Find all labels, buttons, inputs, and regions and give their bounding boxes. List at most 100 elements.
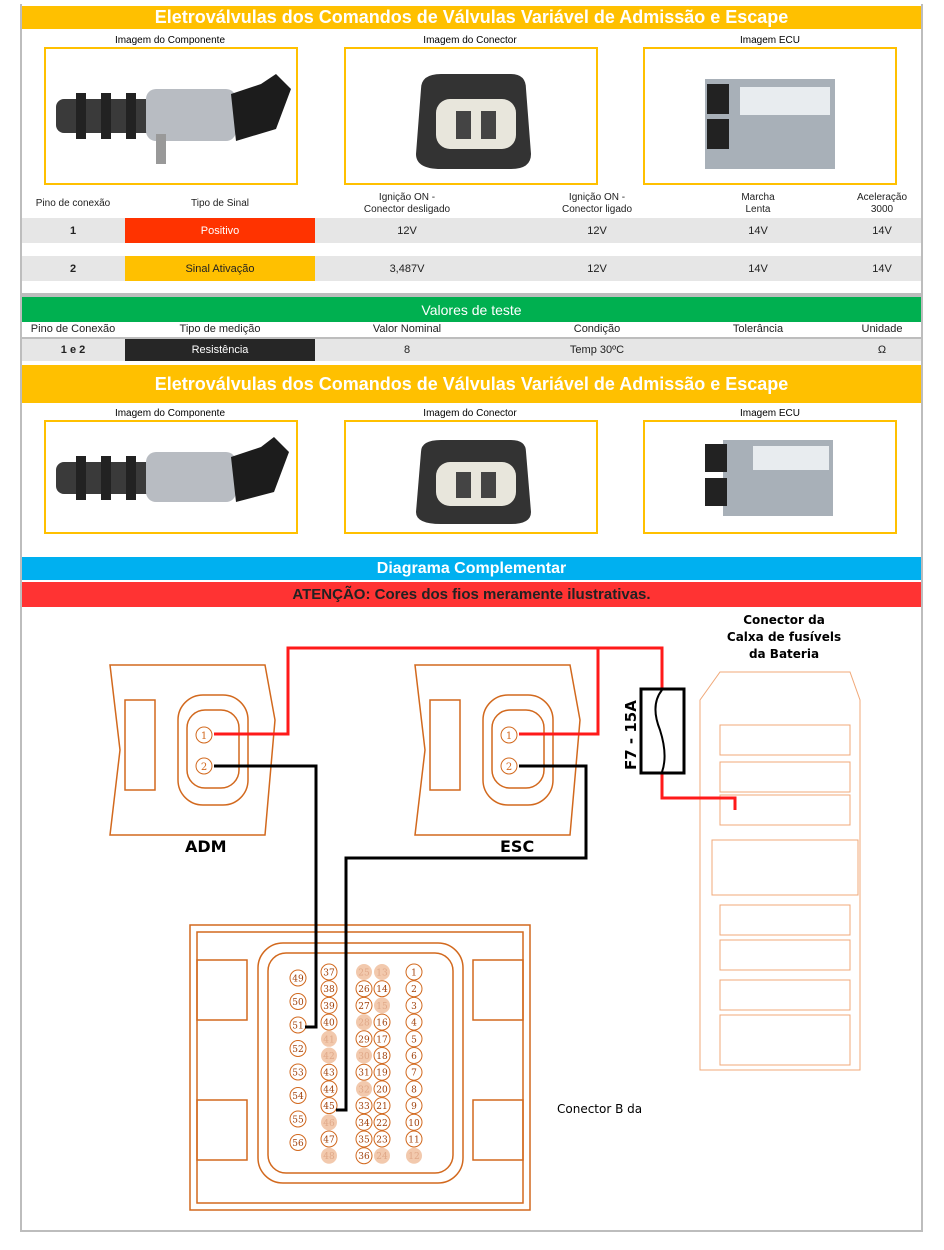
ecu-pin-51 <box>289 1016 307 1034</box>
component-image <box>44 47 298 185</box>
adm-connector <box>109 664 276 836</box>
ecu-pin-label: 12 <box>408 1152 419 1162</box>
ecu-pin-label: 3 <box>411 1002 417 1012</box>
ecu-pin-label: 26 <box>358 985 370 995</box>
header-cell: Condição <box>573 323 621 335</box>
ecu-pin-label: 50 <box>292 998 304 1008</box>
component-image <box>44 420 298 534</box>
ecu-pin-label: 17 <box>376 1035 388 1045</box>
header-cell: Pino de Conexão <box>30 323 116 335</box>
ecu-pin-label: 15 <box>376 1002 388 1012</box>
value-cell: 12V <box>587 224 607 237</box>
ecu-pin-6 <box>405 1047 423 1064</box>
ecu-pin-label: 41 <box>323 1035 334 1045</box>
ecu-pin-10 <box>405 1113 423 1131</box>
ecu-pin-37 <box>320 963 338 981</box>
header-cell: Tipo de medição <box>179 323 261 335</box>
condition-cell: Temp 30ºC <box>569 344 625 356</box>
warning-banner: ATENÇÃO: Cores dos fios meramente ilustr… <box>22 582 921 607</box>
ecu-pin-24 <box>374 1147 390 1164</box>
wire-positive-adm <box>214 646 664 736</box>
caption-connector: Imagem do Conector <box>423 408 517 419</box>
ecu-pin-label: 22 <box>376 1119 387 1129</box>
ecu-pin-30 <box>356 1047 372 1064</box>
header-cell: Valor Nominal <box>372 323 442 335</box>
ecu-pin-33 <box>355 1097 373 1115</box>
section2-title: Eletroválvulas dos Comandos de Válvulas … <box>22 365 921 403</box>
ecu-pin-label: 23 <box>376 1136 388 1146</box>
fuse-label: F7 - 15A <box>622 700 640 770</box>
value-cell: 14V <box>872 262 892 275</box>
connector-image <box>344 47 598 185</box>
ecu-pin-label: 8 <box>411 1085 417 1095</box>
ecu-pin-26 <box>355 980 373 998</box>
ecu-pin-47 <box>320 1130 338 1148</box>
ecu-pin-1 <box>405 963 423 981</box>
esc-pin-2: 2 <box>506 762 512 773</box>
header-signal: Tipo de Sinal <box>191 198 249 209</box>
ecu-pin-label: 48 <box>323 1152 335 1162</box>
ecu-pin-label: 28 <box>358 1019 370 1029</box>
divider <box>22 293 921 297</box>
caption-ecu: Imagem ECU <box>739 408 800 419</box>
pin-cell: 2 <box>69 262 77 275</box>
ecu-pin-label: 1 <box>411 969 417 979</box>
ecu-pin-label: 21 <box>376 1102 387 1112</box>
header-accel: Aceleração 3000 <box>856 192 908 215</box>
ecu-pin-label: 37 <box>323 969 335 979</box>
ecu-pin-label: 16 <box>376 1019 388 1029</box>
ecu-pin-4 <box>405 1013 423 1031</box>
wire-fuse-out <box>660 772 737 810</box>
table-row: 2 Sinal Ativação 3,487V 12V 14V 14V <box>22 256 921 281</box>
ecu-label: Conector B da <box>557 1102 642 1116</box>
ecu-pin-9 <box>405 1097 423 1115</box>
connector-image <box>344 420 598 534</box>
fuse-icon <box>639 687 686 775</box>
ecu-pin-label: 19 <box>376 1069 388 1079</box>
ecu-pin-44 <box>320 1080 338 1098</box>
ecu-pin-label: 4 <box>411 1019 417 1029</box>
ecu-pin-27 <box>355 996 373 1014</box>
ecu-pin-54 <box>289 1087 307 1104</box>
ecu-pin-46 <box>321 1114 337 1131</box>
ecu-pin-label: 32 <box>358 1085 369 1095</box>
ecu-pin-label: 53 <box>292 1069 304 1079</box>
ecu-pin-36 <box>355 1147 373 1165</box>
signal-cell-positive: Positivo <box>125 218 315 243</box>
page-frame <box>20 4 923 1232</box>
ecu-pin-label: 30 <box>358 1052 370 1062</box>
ecu-pin-17 <box>373 1030 391 1048</box>
adm-pin-2: 2 <box>201 762 207 773</box>
ecu-pin-label: 33 <box>358 1102 370 1112</box>
ecu-pin-43 <box>320 1063 338 1081</box>
ecu-pin-25 <box>356 964 372 980</box>
ecu-pin-label: 54 <box>292 1092 304 1102</box>
ecu-image <box>643 47 897 185</box>
ecu-pin-16 <box>373 1013 391 1031</box>
ecu-pin-label: 18 <box>376 1052 388 1062</box>
adm-pin-1: 1 <box>201 731 207 742</box>
fusebox-label-1: Conector da <box>743 613 825 627</box>
value-cell: 14V <box>748 224 768 237</box>
value-cell: 3,487V <box>389 262 425 275</box>
ecu-pin-14 <box>373 980 391 998</box>
ecu-pin-label: 2 <box>411 985 417 995</box>
ecu-pin-15 <box>374 997 390 1014</box>
ecu-pin-40 <box>320 1013 338 1031</box>
ecu-pin-22 <box>373 1113 391 1131</box>
unit-cell: Ω <box>877 344 887 356</box>
ecu-pin-label: 45 <box>323 1102 335 1112</box>
ecu-pin-3 <box>405 996 423 1014</box>
wire-signal-esc <box>336 764 588 1112</box>
esc-label: ESC <box>500 837 534 856</box>
header-cell: Tolerância <box>732 323 784 335</box>
ecu-pin-label: 44 <box>323 1085 335 1095</box>
ecu-pin-label: 13 <box>376 969 388 979</box>
fusebox-label-3: da Bateria <box>749 647 819 661</box>
ecu-pin-label: 51 <box>292 1022 303 1032</box>
ecu-pin-5 <box>405 1030 423 1048</box>
ecu-pin-2 <box>405 980 423 998</box>
wire-positive-esc <box>519 648 600 736</box>
fusebox-connector <box>699 671 861 1071</box>
